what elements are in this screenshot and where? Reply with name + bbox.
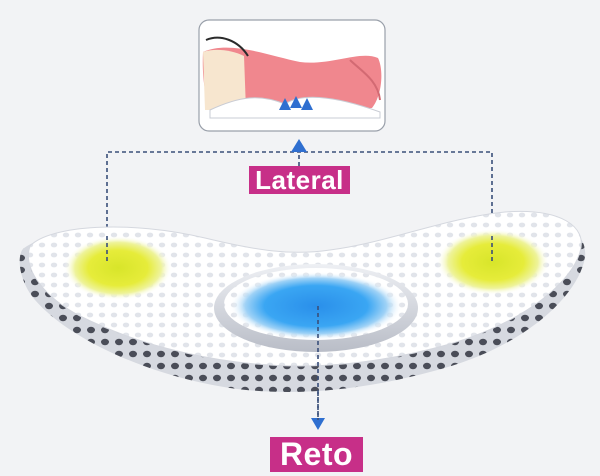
support-arrows-icon [279,96,313,110]
arrow-down-icon [311,418,325,430]
side-sleeping-figure [202,36,382,111]
arrow-up-icon [291,139,307,152]
lateral-support-zone-left [64,236,172,300]
center-support-zone [230,272,402,340]
lumbar-pillow [19,210,586,393]
lateral-support-zone-right [437,229,549,295]
inset-illustration [198,19,386,132]
connector-overlays [106,236,493,420]
lateral-label: Lateral [249,166,350,194]
reto-label: Reto [270,437,363,472]
